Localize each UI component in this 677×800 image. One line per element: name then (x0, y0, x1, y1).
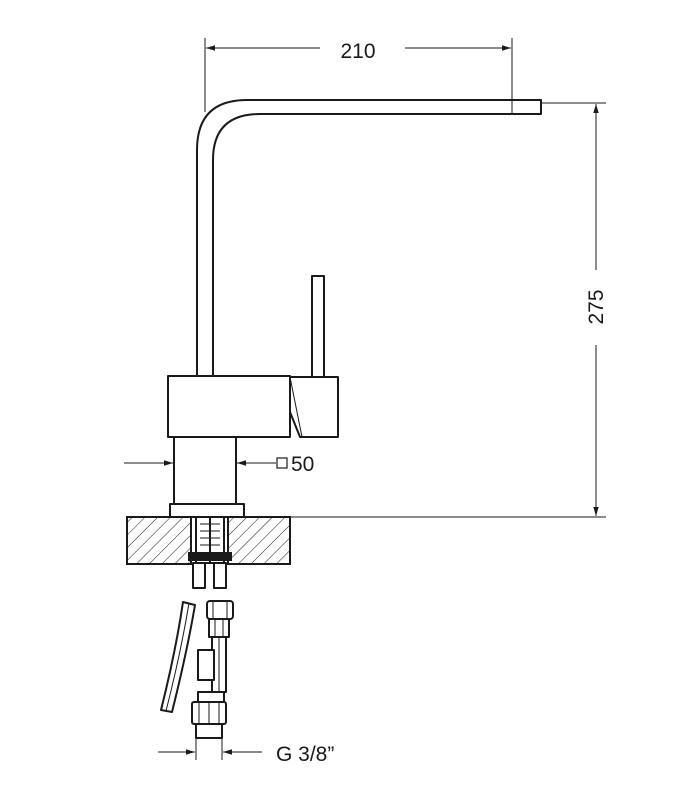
countertop-section (126, 516, 291, 565)
countertop-right-section (227, 516, 291, 565)
flexible-hose-bent (160, 601, 196, 713)
handle-cartridge-edge (289, 376, 303, 438)
base-flange (169, 503, 245, 518)
hose-bracket (197, 649, 215, 681)
connection-dimension: G 3/8” (158, 738, 334, 766)
mounting-assembly (188, 516, 232, 564)
hose-stub-left (192, 562, 206, 589)
width-dimension-label: 210 (340, 40, 375, 63)
height-dimension: 275 (245, 102, 608, 518)
hose-nut (208, 618, 230, 638)
spout (196, 99, 542, 379)
flexible-hoses (160, 562, 234, 739)
base-dimension: 50 (124, 450, 314, 476)
hose-stub-right (213, 562, 227, 589)
height-dimension-label: 275 (585, 289, 608, 324)
square-symbol-icon (276, 457, 288, 469)
handle-lever (311, 275, 325, 381)
base-dimension-label: 50 (291, 453, 314, 476)
hose-fitting-top (206, 600, 234, 620)
width-dimension: 210 (204, 38, 513, 112)
mixer-body (167, 375, 291, 438)
hose-fitting-bottom (197, 691, 225, 703)
handle-cartridge (289, 376, 339, 438)
base-column (173, 436, 237, 506)
connection-end (195, 723, 223, 739)
connection-dimension-label: G 3/8” (276, 743, 334, 766)
countertop-left-section (126, 516, 192, 565)
